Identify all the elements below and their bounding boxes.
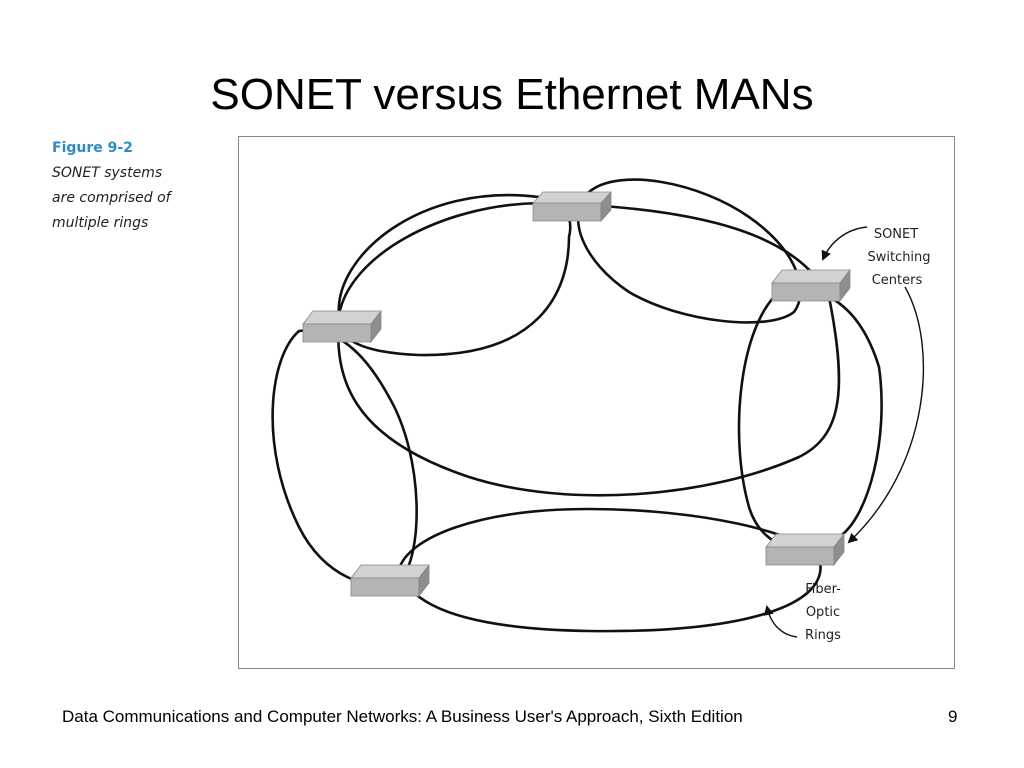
fiber-label-line2: Optic [806, 605, 840, 620]
sonet-switching-centers-label: SONET Switching Centers [867, 227, 930, 288]
arrow-to-fiber-ring [763, 605, 798, 638]
ring-left [271, 329, 418, 587]
sonet-label-line1: SONET [874, 227, 918, 242]
ring-top-right [576, 178, 802, 324]
slide-title: SONET versus Ethernet MANs [210, 70, 814, 119]
figure-description: SONET systems are comprised of multiple … [52, 165, 171, 231]
arrow-to-switch-bottom-right [847, 286, 925, 544]
sonet-label-line2: Switching [867, 250, 930, 265]
switch-center-top [532, 190, 612, 223]
ring-top-left [337, 193, 572, 357]
slide-footer: Data Communications and Computer Network… [62, 707, 743, 726]
switch-center-right [771, 268, 851, 303]
figure-label: Figure 9-2 [52, 140, 133, 156]
fiber-label-line1: Fiber- [805, 582, 841, 597]
switch-center-bottom-left [350, 563, 430, 598]
page-number: 9 [948, 707, 958, 726]
fiber-label-line3: Rings [805, 628, 841, 643]
figure-caption: Figure 9-2 SONET systems are comprised o… [52, 136, 222, 236]
sonet-ring-diagram: SONET Switching Centers Fiber- Optic Rin… [238, 136, 955, 669]
switch-center-bottom-right [765, 532, 845, 567]
switch-center-left [302, 309, 382, 344]
arrow-to-switch-right [821, 226, 868, 261]
diagram-canvas: SONET Switching Centers Fiber- Optic Rin… [271, 178, 931, 643]
ring-large-center [336, 201, 841, 497]
ring-bottom [397, 507, 822, 633]
ring-right [737, 288, 883, 551]
sonet-label-line3: Centers [872, 273, 923, 288]
fiber-optic-rings-label: Fiber- Optic Rings [805, 582, 841, 643]
